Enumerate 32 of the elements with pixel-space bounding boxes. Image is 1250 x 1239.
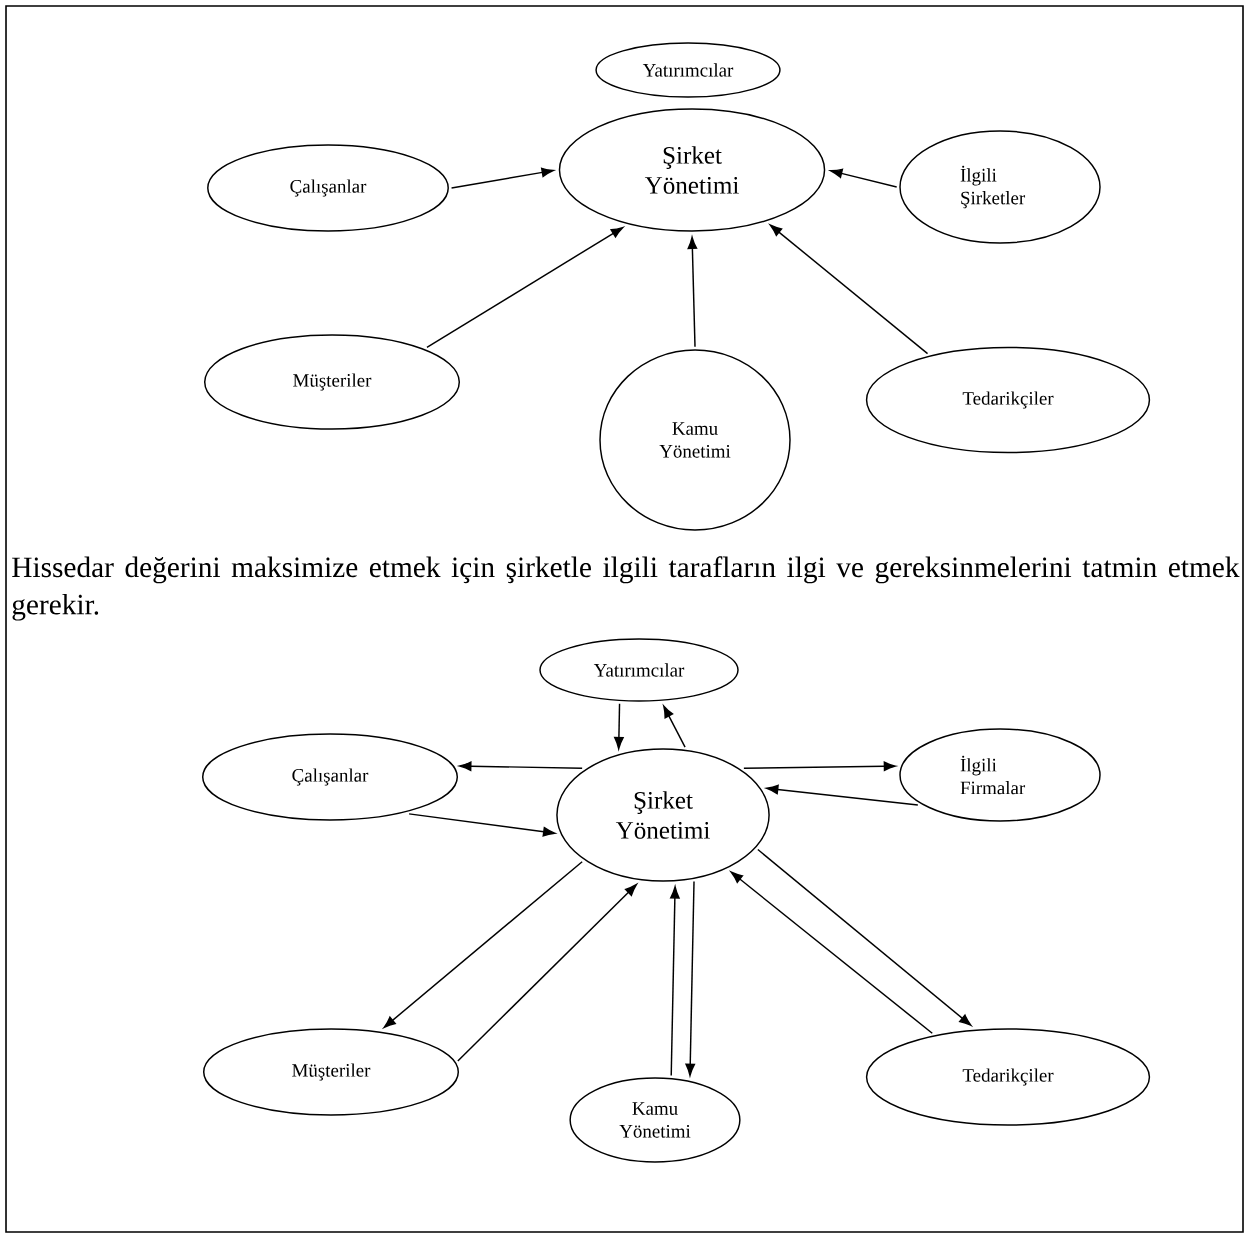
arrow [670, 886, 680, 1077]
ellipse-node: Müşteriler [203, 1028, 460, 1116]
ellipse-node: İlgili Firmalar [899, 728, 1101, 822]
ellipse-node: Şirket Yönetimi [558, 108, 826, 232]
ellipse-node: Yatırımcılar [595, 42, 781, 98]
ellipse-node: Müşteriler [204, 334, 460, 430]
arrow [685, 880, 696, 1076]
ellipse-node: İlgili Şirketler [899, 130, 1101, 244]
ellipse-node: Şirket Yönetimi [556, 748, 770, 882]
ellipse-node: Çalışanlar [202, 733, 459, 821]
arrow [687, 236, 698, 348]
arrow [757, 848, 972, 1026]
arrow [459, 761, 583, 771]
arrow [743, 761, 896, 772]
arrow [830, 168, 898, 188]
arrow [408, 813, 556, 837]
ellipse-node: Tedarikçiler [865, 346, 1151, 454]
ellipse-node: Kamu Yönetimi [569, 1077, 741, 1163]
arrow [614, 702, 624, 750]
arrow [383, 860, 583, 1029]
arrow [457, 884, 637, 1062]
ellipse-node: Kamu Yönetimi [599, 349, 791, 531]
arrow [450, 167, 554, 189]
arrow [730, 871, 933, 1034]
paragraph: Hissedar değerini maksimize etmek için şirketle ilgili tarafların ilgi ve gereksinmelerini tatmin etmek gerekir. [12, 556, 1240, 621]
arrow [663, 705, 686, 748]
ellipse-node: Yatırımcılar [539, 638, 739, 702]
ellipse-node: Çalışanlar [207, 144, 449, 232]
ellipse-node: Tedarikçiler [865, 1028, 1151, 1126]
arrow [426, 226, 624, 349]
arrow [769, 224, 929, 355]
arrow [766, 784, 919, 806]
